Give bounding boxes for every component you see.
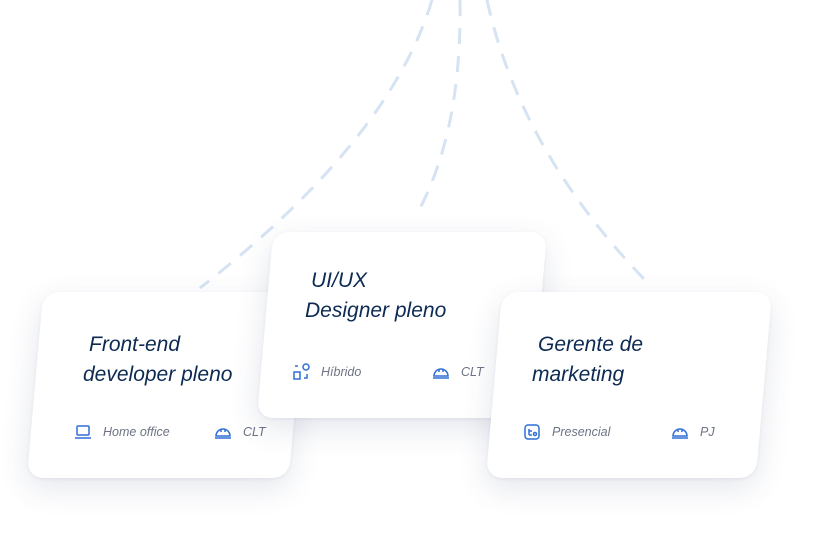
contract-type: CLT bbox=[213, 422, 266, 442]
hard-hat-icon bbox=[433, 368, 449, 379]
contract-type: CLT bbox=[431, 362, 484, 382]
contract-type: PJ bbox=[670, 422, 715, 442]
hard-hat-icon bbox=[672, 428, 688, 439]
work-mode: Presencial bbox=[522, 422, 610, 442]
laptop-icon bbox=[75, 425, 92, 439]
hard-hat-icon bbox=[215, 428, 231, 439]
office-presence-icon bbox=[524, 424, 540, 440]
hybrid-work-icon bbox=[293, 363, 310, 380]
work-mode: Híbrido bbox=[291, 362, 361, 382]
work-mode: Home office bbox=[73, 422, 170, 442]
